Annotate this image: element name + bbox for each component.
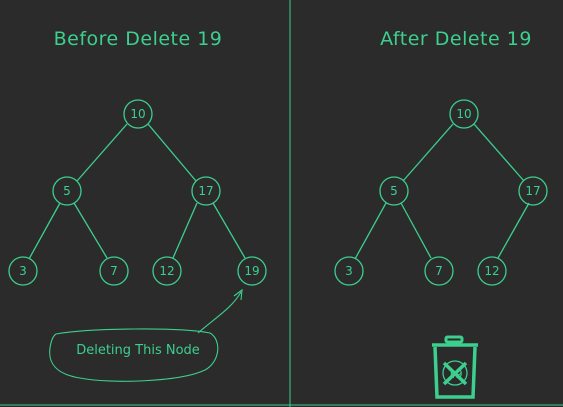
- after-edges: [354, 123, 530, 260]
- edge-5-3: [354, 202, 387, 260]
- svg-text:3: 3: [19, 264, 27, 278]
- before-title: Before Delete 19: [54, 28, 223, 50]
- after-node-17: 17: [518, 176, 548, 206]
- edge-5-3: [28, 202, 61, 260]
- edge-10-17: [147, 123, 197, 182]
- callout-bubble: [49, 328, 219, 382]
- after-panel: After Delete 19 10 5 17 3 7: [334, 28, 548, 399]
- trash-can-icon: 19: [432, 335, 478, 399]
- before-node-5: 5: [52, 176, 82, 206]
- svg-text:12: 12: [484, 264, 499, 278]
- before-edges: [28, 123, 246, 260]
- strike-mark: [442, 361, 468, 386]
- svg-text:19: 19: [244, 264, 259, 278]
- svg-text:17: 17: [198, 184, 213, 198]
- edge-17-19: [212, 202, 246, 259]
- edge-5-7: [73, 202, 108, 259]
- svg-text:10: 10: [456, 107, 471, 121]
- before-node-12: 12: [152, 256, 182, 286]
- before-panel: Before Delete 19 10 5 17 3: [8, 28, 267, 382]
- before-node-10: 10: [123, 99, 153, 129]
- deleted-node-19: 19: [442, 360, 468, 386]
- before-node-3: 3: [8, 256, 38, 286]
- after-node-5: 5: [379, 176, 409, 206]
- edge-5-7: [400, 202, 432, 259]
- svg-text:10: 10: [130, 107, 145, 121]
- before-node-19: 19: [237, 256, 267, 286]
- svg-text:7: 7: [110, 264, 118, 278]
- callout-pointer-arrow: [197, 291, 242, 334]
- edge-17-12: [497, 202, 530, 259]
- svg-text:5: 5: [390, 184, 398, 198]
- after-node-10: 10: [449, 99, 479, 129]
- after-title: After Delete 19: [380, 28, 532, 50]
- before-node-17: 17: [191, 176, 221, 206]
- callout-label: Deleting This Node: [76, 343, 200, 358]
- svg-text:17: 17: [525, 184, 540, 198]
- svg-text:7: 7: [435, 264, 443, 278]
- before-node-7: 7: [99, 256, 129, 286]
- deleting-callout: Deleting This Node: [49, 288, 243, 382]
- after-node-12: 12: [477, 256, 507, 286]
- arrowhead: [233, 288, 243, 301]
- svg-text:5: 5: [63, 184, 71, 198]
- edge-10-17: [473, 123, 525, 182]
- edge-10-5: [76, 123, 128, 182]
- edge-10-5: [402, 123, 454, 182]
- after-node-7: 7: [424, 256, 454, 286]
- svg-text:3: 3: [345, 264, 353, 278]
- svg-text:12: 12: [159, 264, 174, 278]
- edge-17-12: [172, 202, 198, 259]
- after-node-3: 3: [334, 256, 364, 286]
